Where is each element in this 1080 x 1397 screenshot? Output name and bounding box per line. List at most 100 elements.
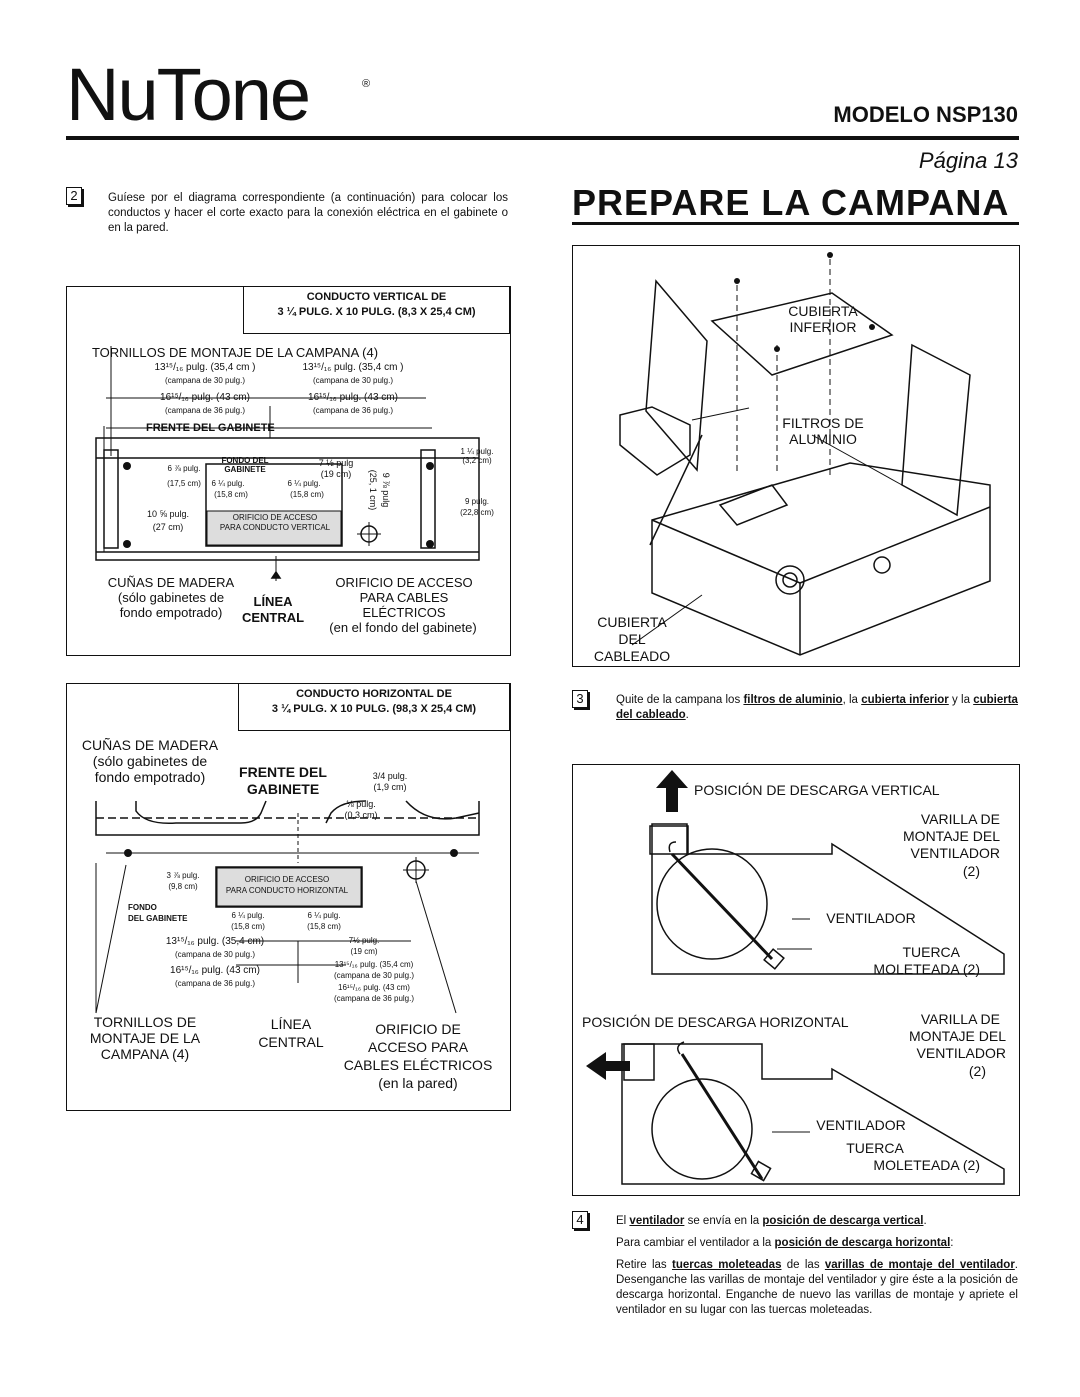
vertical-centerline-label2: CENTRAL [241,610,305,625]
horizontal-wedges-label2: (sólo gabinetes de [92,753,208,769]
step-4-a5: . [923,1215,927,1227]
fan-vertical-rod-label2: MONTAJE DEL [903,828,1000,844]
step-3-number: 3 [572,690,588,708]
horizontal-screws-label2: MONTAJE DE LA [89,1030,201,1046]
horizontal-m4-cm: (15,8 cm) [231,922,265,931]
vertical-dim2-note: (campana de 30 pulg.) [312,376,394,385]
fan-vertical-nut-label2: MOLETEADA (2) [873,961,980,977]
vertical-m7-cm: (22,8 cm) [460,508,494,517]
step-4-c3: de las [781,1259,825,1271]
step-4-fan-link: ventilador [629,1215,685,1227]
hood-filters-label2: ALUMINIO [789,431,857,447]
horizontal-screws-label1: TORNILLOS DE [93,1014,197,1030]
step-3-text: Quite de la campana los filtros de alumi… [616,693,1018,723]
vertical-m5-cm: (25, 1 cm) [368,469,378,511]
fan-vertical-rod-label1: VARILLA DE [920,811,1000,827]
horizontal-dim4: 16¹⁵/₁₆ pulg. (43 cm) [338,983,410,992]
vertical-m4-cm: (19 cm) [320,469,352,479]
horizontal-duct-header: CONDUCTO HORIZONTAL DE 3 ¼ PULG. X 10 PU… [238,683,510,731]
step-4-a1: El [616,1215,630,1227]
hood-wiring-cover-label3: CABLEADO [593,648,671,664]
hood-wiring-cover-label1: CUBIERTA [597,614,667,630]
page-number: Página 13 [918,148,1018,173]
vertical-m1: 6 ⅞ pulg. [167,464,201,473]
hood-exploded-drawing [619,252,991,656]
horizontal-wedges-label1: CUÑAS DE MADERA [81,737,219,753]
step-2-text: Guíese por el diagrama correspondiente (… [108,192,508,234]
horizontal-back-label1: FONDO [128,903,157,912]
vertical-elec-label2: PARA CABLES [359,590,449,605]
vertical-access-label2: PARA CONDUCTO VERTICAL [219,523,331,532]
vertical-m8: 10 ⅝ pulg. [146,509,190,519]
vertical-elec-label3: ELÉCTRICOS [362,605,446,620]
horizontal-wedges-label3: fondo empotrado) [94,769,206,785]
step-4-vertical-link: posición de descarga vertical [762,1215,924,1227]
step-3-wiring-cover-link: cubierta del cableado [616,694,1018,721]
step-4-line2: Para cambiar el ventilador a la posición… [616,1236,1018,1251]
horizontal-m1: 3/4 pulg. [372,771,408,781]
fan-horizontal-nut-label2: MOLETEADA (2) [873,1157,980,1173]
step-3-t3: y la [948,694,974,706]
vertical-wedges-label2: (sólo gabinetes de [117,590,225,605]
header-rule [66,136,1019,140]
vertical-m2: 6 ¼ pulg. [211,479,245,488]
horizontal-m5-cm: (15,8 cm) [307,922,341,931]
horizontal-m3: 3 ⅞ pulg. [166,871,200,880]
step-4-rods-link: varillas de montaje del ventilador [824,1259,1015,1271]
fan-horizontal-rod-label4: (2) [968,1063,986,1079]
horizontal-duct-drawing [95,800,480,1014]
horizontal-header-line1: CONDUCTO HORIZONTAL DE [296,688,452,700]
step-3-t4: . [685,709,689,721]
horizontal-dim1: 13¹⁵/₁₆ pulg. (35,4 cm) [165,936,265,947]
horizontal-dim3: 13¹⁵/₁₆ pulg. (35,4 cm) [334,960,414,969]
vertical-m2-cm: (15,8 cm) [214,490,248,499]
hood-exploded-panel [572,245,1020,667]
horizontal-access-label1: ORIFICIO DE ACCESO [244,875,330,884]
horizontal-elec-label2: ACCESO PARA [367,1039,469,1055]
hood-filters-label1: FILTROS DE [782,415,864,431]
hood-wiring-cover-label2: DEL [618,631,646,647]
brand-logo: NuTone [66,53,311,136]
horizontal-m1-cm: (1,9 cm) [373,782,407,792]
horizontal-m2: ⅛ pulg. [346,799,376,809]
step-3-bottom-cover-link: cubierta inferior [861,694,949,706]
vertical-m6: 1 ¼ pulg. [460,447,494,456]
vertical-m8-cm: (27 cm) [152,522,184,532]
fan-vertical-rod-label3: VENTILADOR [910,845,1000,861]
vertical-dim2: 13¹⁵/₁₆ pulg. (35,4 cm ) [302,362,404,373]
page-title: PREPARE LA CAMPANA [572,182,1010,223]
hood-bottom-cover-label2: INFERIOR [789,319,857,335]
horizontal-header-line2: 3 ¼ PULG. X 10 PULG. (98,3 X 25,4 CM) [271,703,477,715]
horizontal-back-label2: DEL GABINETE [128,914,188,923]
step-4-c1: Retire las [616,1259,672,1271]
horizontal-dim2-note: (campana de 36 pulg.) [174,979,256,988]
horizontal-dim4-note: (campana de 36 pulg.) [333,994,415,1003]
horizontal-m5: 6 ¼ pulg. [307,911,341,920]
step-4-a3: se envía en la [684,1215,763,1227]
step-4-b1: Para cambiar el ventilador a la [616,1237,775,1249]
fan-vertical-nut-label1: TUERCA [902,944,960,960]
step-4-paragraph: Retire las tuercas moleteadas de las var… [616,1258,1018,1318]
vertical-header-line2: 3 ¼ PULG. X 10 PULG. (8,3 X 25,4 CM) [277,306,476,318]
horizontal-elec-label3: CABLES ELÉCTRICOS [343,1057,493,1073]
step-4-line1: El ventilador se envía en la posición de… [616,1214,1018,1229]
horizontal-m6-cm: (19 cm) [350,947,378,956]
horizontal-centerline-label2: CENTRAL [258,1034,324,1050]
fan-position-drawing [586,770,1005,1185]
step-4-nuts-link: tuercas moleteadas [671,1259,782,1271]
vertical-access-label1: ORIFICIO DE ACCESO [232,513,318,522]
horizontal-front-label1: FRENTE DEL [239,764,327,780]
vertical-dim1-note: (campana de 30 pulg.) [164,376,246,385]
step-2-number: 2 [66,187,82,205]
vertical-m1-cm: (17,5 cm) [167,479,201,488]
vertical-centerline-label1: LÍNEA [253,594,293,609]
fan-horizontal-nut-label1: TUERCA [846,1140,904,1156]
step-3-filters-link: filtros de aluminio [743,694,843,706]
horizontal-front-label2: GABINETE [246,781,320,797]
vertical-header-line1: CONDUCTO VERTICAL DE [306,291,447,303]
fan-vertical-title: POSICIÓN DE DESCARGA VERTICAL [694,782,940,798]
horizontal-screws-label3: CAMPANA (4) [100,1046,190,1062]
fan-vertical-fan-label: VENTILADOR [826,910,916,926]
vertical-wedges-label3: fondo empotrado) [119,605,223,620]
vertical-elec-label1: ORIFICIO DE ACCESO [335,575,473,590]
